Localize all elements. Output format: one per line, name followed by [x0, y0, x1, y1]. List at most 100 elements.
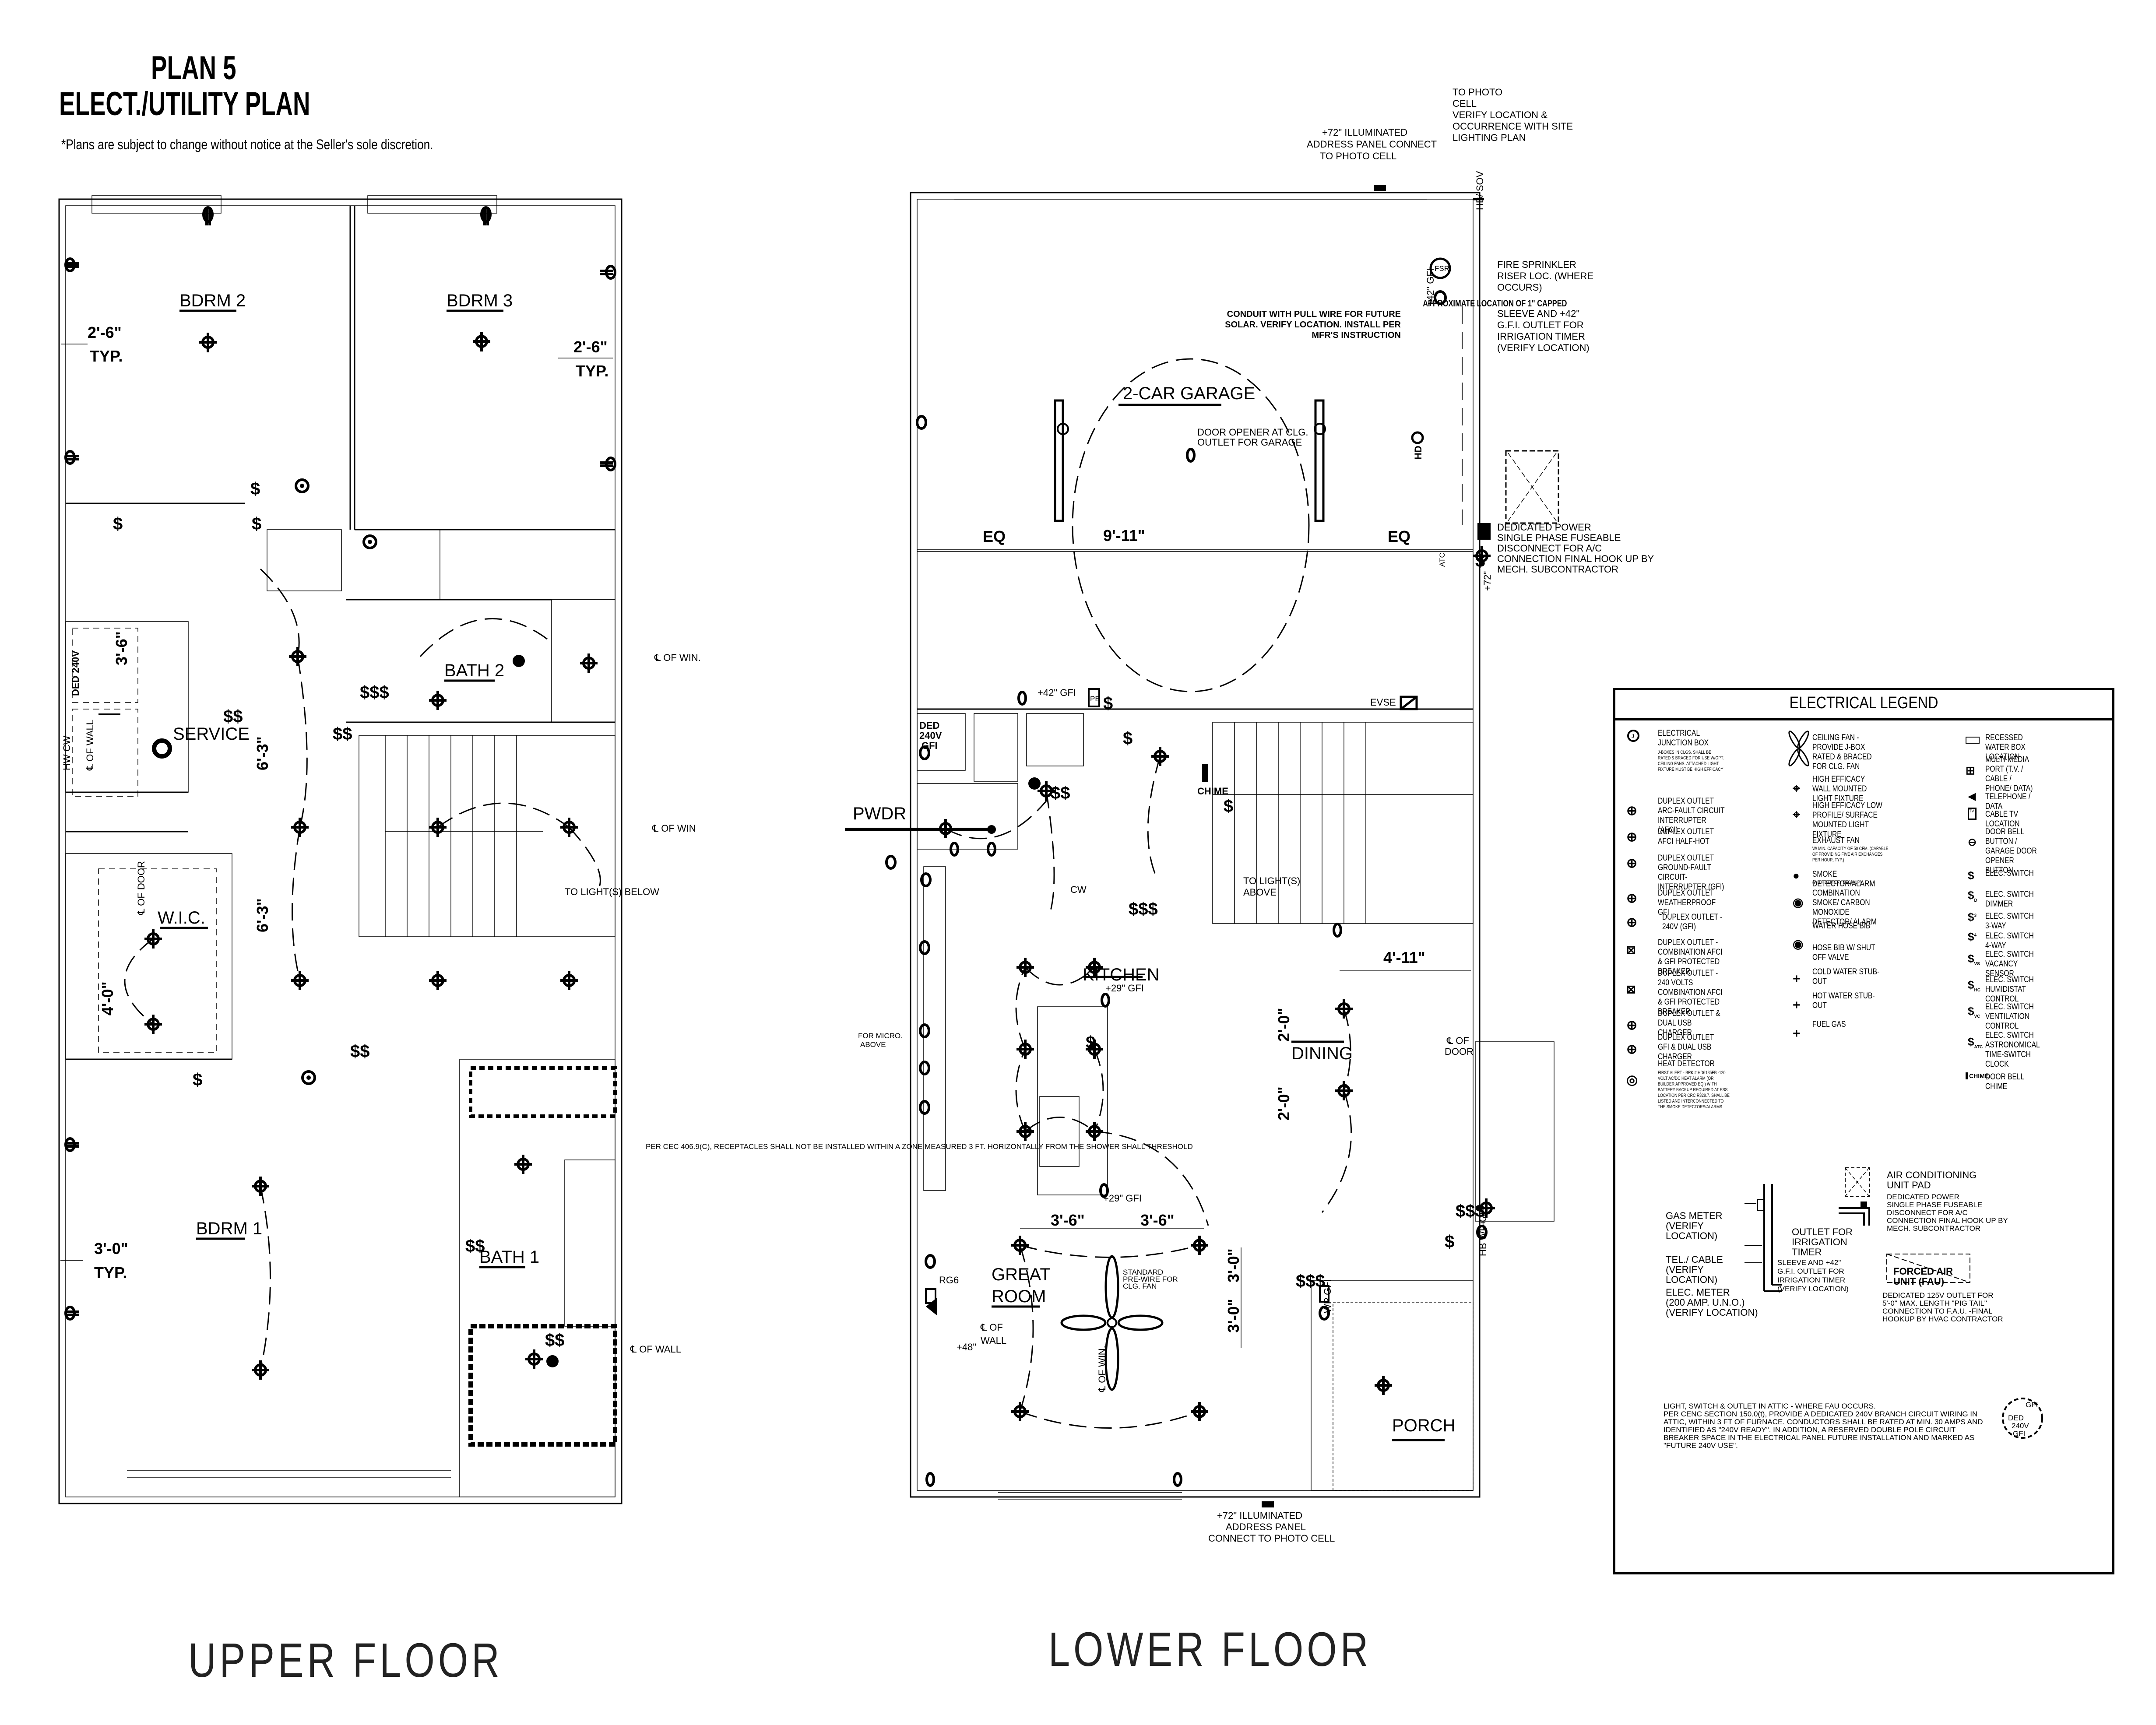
solar-note-2: CONDUIT WITH PULL WIRE FOR FUTURE	[1227, 309, 1401, 319]
legend-label: ELECTRICAL JUNCTION BOX	[1658, 729, 1709, 748]
smoke-co-detector-icon	[362, 534, 377, 549]
duplex-outlet-icon	[919, 940, 930, 955]
ac-note-3: DISCONNECT FOR A/C	[1497, 543, 1602, 554]
address-panel-top-1: +72" ILLUMINATED	[1322, 127, 1407, 138]
gas-meter-1: GAS METER	[1666, 1210, 1723, 1221]
dim-wic: 4'-0"	[98, 981, 116, 1015]
switch-icon: $$	[350, 1042, 370, 1061]
wall-light-icon	[1477, 1198, 1495, 1218]
pb-label-garage: PB	[1090, 695, 1100, 703]
elec-meter-1: ELEC. METER	[1666, 1287, 1730, 1298]
switch-icon: $$	[1051, 783, 1070, 803]
cold-water-icon: +	[1793, 972, 1801, 986]
led-light-icon	[429, 971, 447, 990]
room-dining: DINING	[1291, 1044, 1353, 1063]
duplex-outlet-icon	[920, 872, 932, 887]
duplex-outlet-icon	[925, 1472, 935, 1487]
cl-door-wic: ℄ OF DOOR	[136, 861, 147, 915]
duplex-outlet-icon	[64, 450, 79, 465]
legend-label: TELEPHONE / DATA	[1985, 792, 2031, 811]
switch-icon: $$	[333, 724, 352, 744]
hose-bib-icon: ◉	[1793, 937, 1804, 951]
upper-dimensions: 2'-6" TYP. 2'-6" TYP. 3'-6" 6'-3" 6'-3" …	[60, 323, 613, 1282]
service-panel-icon	[152, 738, 172, 759]
legend-label: ELEC. SWITCH 3-WAY	[1985, 912, 2034, 931]
outlet-irrigation-1: OUTLET FOR	[1792, 1226, 1853, 1237]
lower-wiring	[945, 358, 1352, 1429]
dim-bdrm2: 2'-6"	[88, 323, 122, 341]
cl-wall-service: ℄ OF WALL	[84, 720, 95, 771]
led-light-icon	[514, 1155, 532, 1174]
ac-power-4: CONNECTION FINAL HOOK UP BY	[1887, 1216, 2008, 1225]
sleeve-legend-2: G.F.I. OUTLET FOR	[1777, 1267, 1844, 1275]
hot-water-icon: +	[1793, 998, 1801, 1012]
lower-outlets	[885, 290, 1488, 1487]
duplex-outlet-icon	[1186, 448, 1196, 463]
sleeve-note-2: G.F.I. OUTLET FOR	[1497, 320, 1584, 330]
duplex-outlet-icon	[600, 457, 616, 471]
evse-label: EVSE	[1370, 697, 1396, 708]
led-light-icon	[429, 691, 447, 710]
cl-door-dining-1: ℄ OF	[1446, 1035, 1469, 1046]
door-opener-2: OUTLET FOR GARAGE	[1197, 437, 1302, 448]
switch-4way-icon: $4	[1968, 930, 1977, 943]
hd-label: HD	[1413, 446, 1424, 460]
duplex-outlet-icon	[1101, 993, 1110, 1008]
ac-note-1: DEDICATED POWER	[1497, 522, 1591, 533]
duplex-outlet-icon	[950, 842, 959, 857]
solar-note-3: SOLAR. VERIFY LOCATION. INSTALL PER	[1225, 320, 1401, 330]
address-panel-top-3: TO PHOTO CELL	[1320, 151, 1396, 162]
dim-dining-width: 4'-11"	[1383, 949, 1425, 966]
room-porch: PORCH	[1392, 1416, 1455, 1435]
dim-bdrm1-typ: TYP.	[94, 1264, 127, 1282]
duplex-outlet-icon	[480, 206, 492, 225]
duplex-wp-gfi-icon: ⊕	[1626, 891, 1638, 906]
fau-outlet-3: CONNECTION TO F.A.U. -FINAL	[1882, 1307, 1993, 1315]
ac-power-3: DISCONNECT FOR A/C	[1887, 1209, 1968, 1217]
lower-stair	[1212, 722, 1474, 924]
fan-note-2: PRE-WIRE FOR	[1123, 1275, 1178, 1283]
lower-floor-label: LOWER FLOOR	[1048, 1623, 1372, 1676]
legend-label: ELEC. SWITCH ASTRONOMICAL TIME-SWITCH CL…	[1985, 1031, 2040, 1069]
ded-240v-gfi-laundry-2: 240V	[919, 730, 942, 741]
switch-icon: $	[1968, 869, 1974, 882]
sleeve-legend-3: IRRIGATION TIMER	[1777, 1276, 1845, 1284]
solar-note-1: APPROXIMATE LOCATION OF 1" CAPPED	[1423, 298, 1567, 308]
duplex-usb-gfi-icon: ⊕	[1626, 1042, 1638, 1057]
duplex-outlet-icon	[64, 257, 79, 272]
legend-note: J-BOXES IN CLGS. SHALL BE RATED & BRACED…	[1658, 750, 1724, 772]
legend-label: HOT WATER STUB-OUT	[1812, 991, 1875, 1010]
duplex-outlet-icon	[925, 1254, 936, 1269]
upper-switches: $ $ $ $$$ $$ $$ $ $$ $$ $$	[113, 479, 565, 1350]
outlet-irrigation-2: IRRIGATION	[1792, 1237, 1847, 1247]
legend-note: FIRST ALERT - BRK # HD6135FB -120 VOLT A…	[1658, 1070, 1730, 1110]
gas-meter-3: LOCATION)	[1666, 1230, 1717, 1241]
attic-note-3: ATTIC, WITHIN 3 FT OF FURNACE. CONDUCTOR…	[1664, 1418, 1983, 1426]
legend-divider	[1613, 718, 2114, 720]
tel-cable-3: LOCATION)	[1666, 1274, 1717, 1285]
ac-power-5: MECH. SUBCONTRACTOR	[1887, 1224, 1980, 1233]
duplex-outlet-icon	[600, 265, 616, 280]
duplex-outlet-icon	[885, 855, 897, 870]
switch-icon: $$$	[1456, 1202, 1485, 1221]
door-bell-button-icon: ⊖	[1968, 836, 1977, 848]
dim-bdrm1: 3'-0"	[94, 1240, 128, 1258]
switch-humidistat-icon: $HC	[1968, 978, 1980, 993]
cw-label: CW	[1070, 884, 1087, 895]
led-light-icon	[525, 1349, 543, 1369]
ac-pad-1: AIR CONDITIONING	[1887, 1170, 1977, 1180]
photo-cell-note-3: VERIFY LOCATION &	[1453, 109, 1548, 120]
attic-note-5: BREAKER SPACE IN THE ELECTRICAL PANEL FU…	[1664, 1433, 1974, 1442]
dim-dining-upper: 2'-0"	[1275, 1008, 1293, 1042]
fire-sprinkler-2: RISER LOC. (WHERE	[1497, 271, 1593, 281]
legend-label: DUPLEX OUTLET AFCI HALF-HOT	[1658, 827, 1714, 846]
room-bdrm3: BDRM 3	[447, 291, 513, 310]
attic-note-2: PER CENC SECTION 150.0(t), PROVIDE A DED…	[1664, 1410, 1977, 1418]
switch-icon: $$	[223, 707, 243, 726]
legend-label: ELEC. SWITCH	[1985, 869, 2034, 878]
legend-label: COLD WATER STUB-OUT	[1812, 967, 1880, 986]
tel-cable-2: (VERIFY	[1666, 1264, 1704, 1275]
duplex-outlet-icon	[1173, 1472, 1182, 1487]
fire-sprinkler-1: FIRE SPRINKLER	[1497, 259, 1576, 270]
